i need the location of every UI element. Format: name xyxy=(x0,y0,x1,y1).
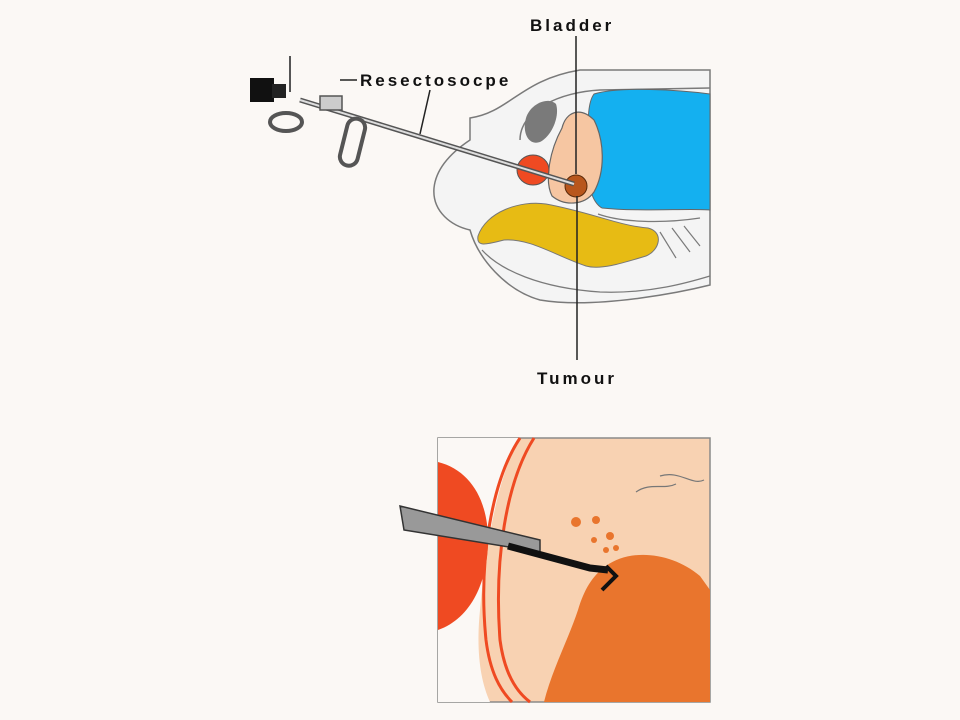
resectoscope-label: Resectosocpe xyxy=(360,71,512,90)
sacrum-band xyxy=(477,202,659,268)
tumour-mass xyxy=(564,174,588,198)
rectum-region xyxy=(586,88,711,211)
tumour-closeup xyxy=(544,554,710,702)
resectoscope-instrument-icon xyxy=(250,56,575,187)
bladder-closeup-icon xyxy=(399,437,711,704)
tumour-label: Tumour xyxy=(537,369,618,388)
prostate-red-section xyxy=(438,462,488,630)
bladder-label: Bladder xyxy=(530,16,615,35)
pubic-bone xyxy=(524,100,558,143)
